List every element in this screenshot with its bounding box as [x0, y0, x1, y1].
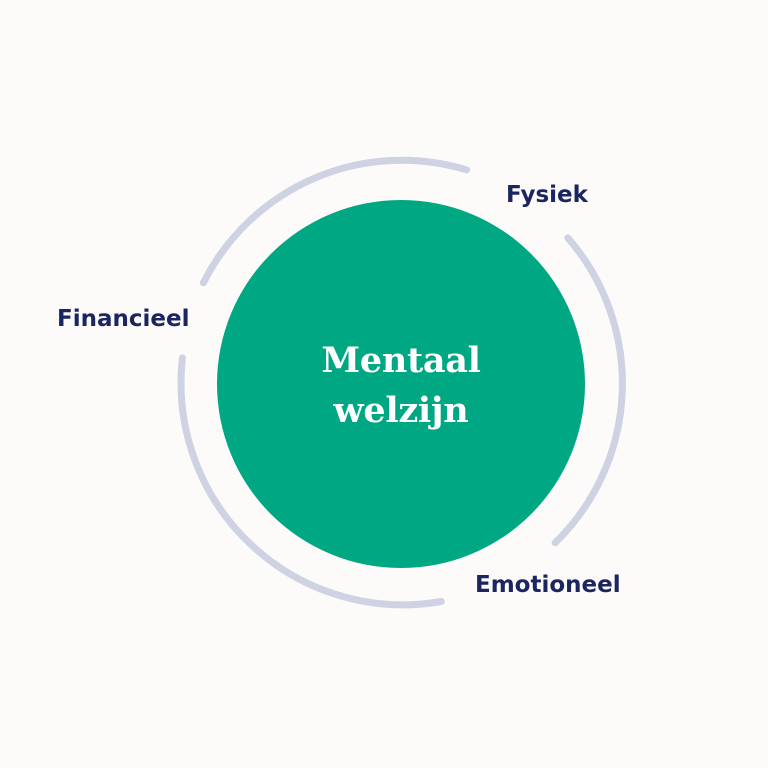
label-emotioneel: Emotioneel — [475, 572, 621, 598]
ring-arc-financieel — [177, 354, 445, 609]
ring-arc-fysiek — [199, 156, 471, 287]
center-circle — [217, 200, 585, 568]
ring-arc-emotioneel — [551, 234, 626, 547]
label-financieel: Financieel — [57, 306, 190, 332]
center-title-line-2: welzijn — [333, 390, 469, 431]
center-title-line-1: Mentaal — [321, 340, 481, 381]
center-title: Mentaal welzijn — [217, 336, 585, 436]
label-fysiek: Fysiek — [506, 182, 588, 208]
